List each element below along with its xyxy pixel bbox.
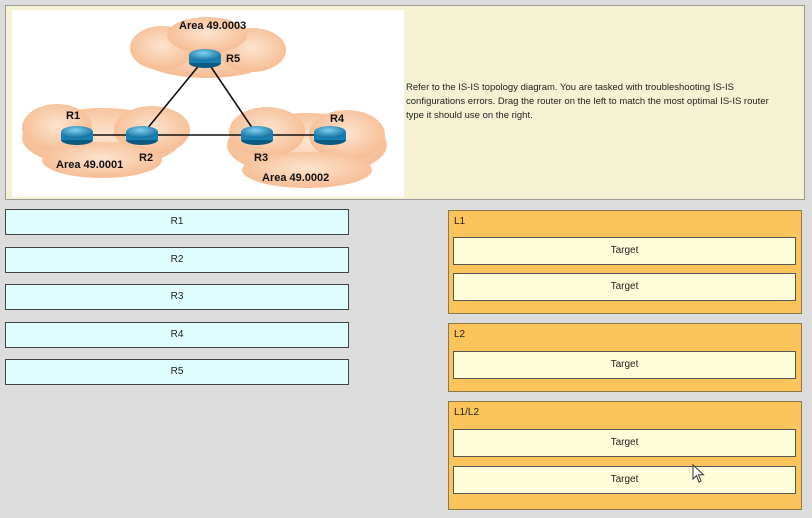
topology-diagram: Area 49.0003 Area 49.0001 Area 49.0002 R… xyxy=(12,10,404,197)
drag-item-r5[interactable]: R5 xyxy=(5,359,349,385)
group-label-l1: L1 xyxy=(454,216,466,227)
area-label-0001: Area 49.0001 xyxy=(56,159,123,171)
router-r2-icon xyxy=(126,126,158,145)
drag-item-r2[interactable]: R2 xyxy=(5,247,349,273)
router-label-r5: R5 xyxy=(226,53,240,65)
target-l1-2[interactable]: Target xyxy=(453,273,796,301)
router-r5-icon xyxy=(189,49,221,68)
router-r3-icon xyxy=(241,126,273,145)
link-r5-r3 xyxy=(204,57,258,136)
router-label-r1: R1 xyxy=(66,110,80,122)
drag-item-r4[interactable]: R4 xyxy=(5,322,349,348)
group-l1-l2: L1/L2 Target Target xyxy=(448,401,802,510)
router-label-r4: R4 xyxy=(330,113,345,125)
group-label-l1-l2: L1/L2 xyxy=(454,407,480,418)
instructions-text: Refer to the IS-IS topology diagram. You… xyxy=(406,82,769,121)
topology-svg: Area 49.0003 Area 49.0001 Area 49.0002 R… xyxy=(22,17,387,188)
group-label-l2: L2 xyxy=(454,329,466,340)
target-l1-l2-2[interactable]: Target xyxy=(453,466,796,494)
router-label-r3: R3 xyxy=(254,152,268,164)
target-l2-1[interactable]: Target xyxy=(453,351,796,379)
question-panel: Area 49.0003 Area 49.0001 Area 49.0002 R… xyxy=(5,5,805,200)
target-l1-1[interactable]: Target xyxy=(453,237,796,265)
drag-item-r1[interactable]: R1 xyxy=(5,209,349,235)
mouse-cursor-icon xyxy=(692,464,705,483)
group-l2: L2 Target xyxy=(448,323,802,392)
area-label-0002: Area 49.0002 xyxy=(262,172,329,184)
router-label-r2: R2 xyxy=(139,152,153,164)
target-l1-l2-1[interactable]: Target xyxy=(453,429,796,457)
group-l1: L1 Target Target xyxy=(448,210,802,314)
router-r4-icon xyxy=(314,126,346,145)
drag-item-r3[interactable]: R3 xyxy=(5,284,349,310)
area-label-0003: Area 49.0003 xyxy=(179,20,246,32)
link-r2-r5 xyxy=(141,57,206,136)
router-r1-icon xyxy=(61,126,93,145)
area-cloud-top xyxy=(130,17,286,78)
